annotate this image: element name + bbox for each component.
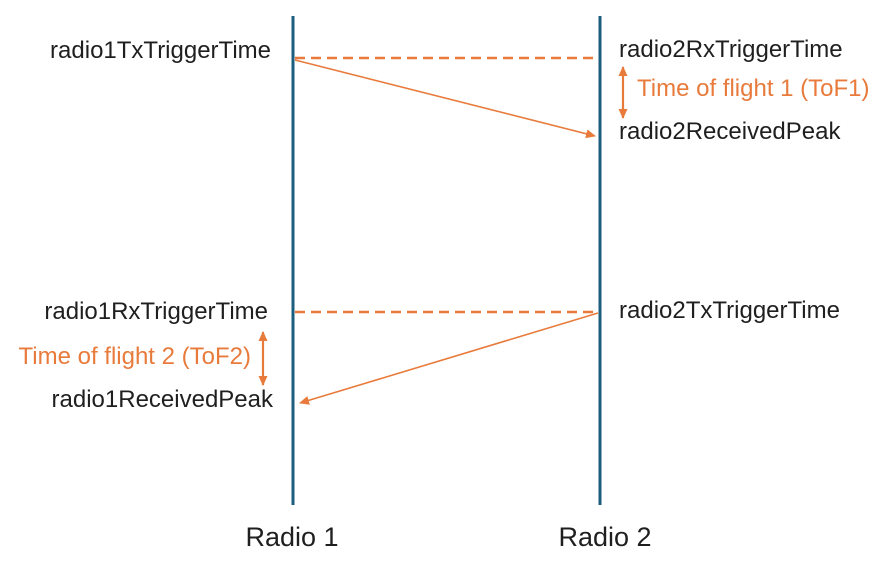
- tof2-label: Time of flight 2 (ToF2): [18, 343, 251, 371]
- radio1-tx-trigger-label: radio1TxTriggerTime: [50, 37, 271, 65]
- tof1-label: Time of flight 1 (ToF1): [637, 75, 870, 103]
- radio1-rx-trigger-label: radio1RxTriggerTime: [44, 298, 268, 326]
- radio1-title: Radio 1: [245, 522, 339, 553]
- radio2-title: Radio 2: [558, 522, 652, 553]
- radio2-tx-trigger-label: radio2TxTriggerTime: [619, 297, 840, 325]
- tof2-signal-arrow: [299, 312, 599, 405]
- radio1-received-peak-label: radio1ReceivedPeak: [51, 386, 273, 414]
- radio2-rx-trigger-label: radio2RxTriggerTime: [619, 36, 843, 64]
- tof1-signal-arrow: [294, 59, 596, 139]
- radio2-received-peak-label: radio2ReceivedPeak: [619, 118, 841, 146]
